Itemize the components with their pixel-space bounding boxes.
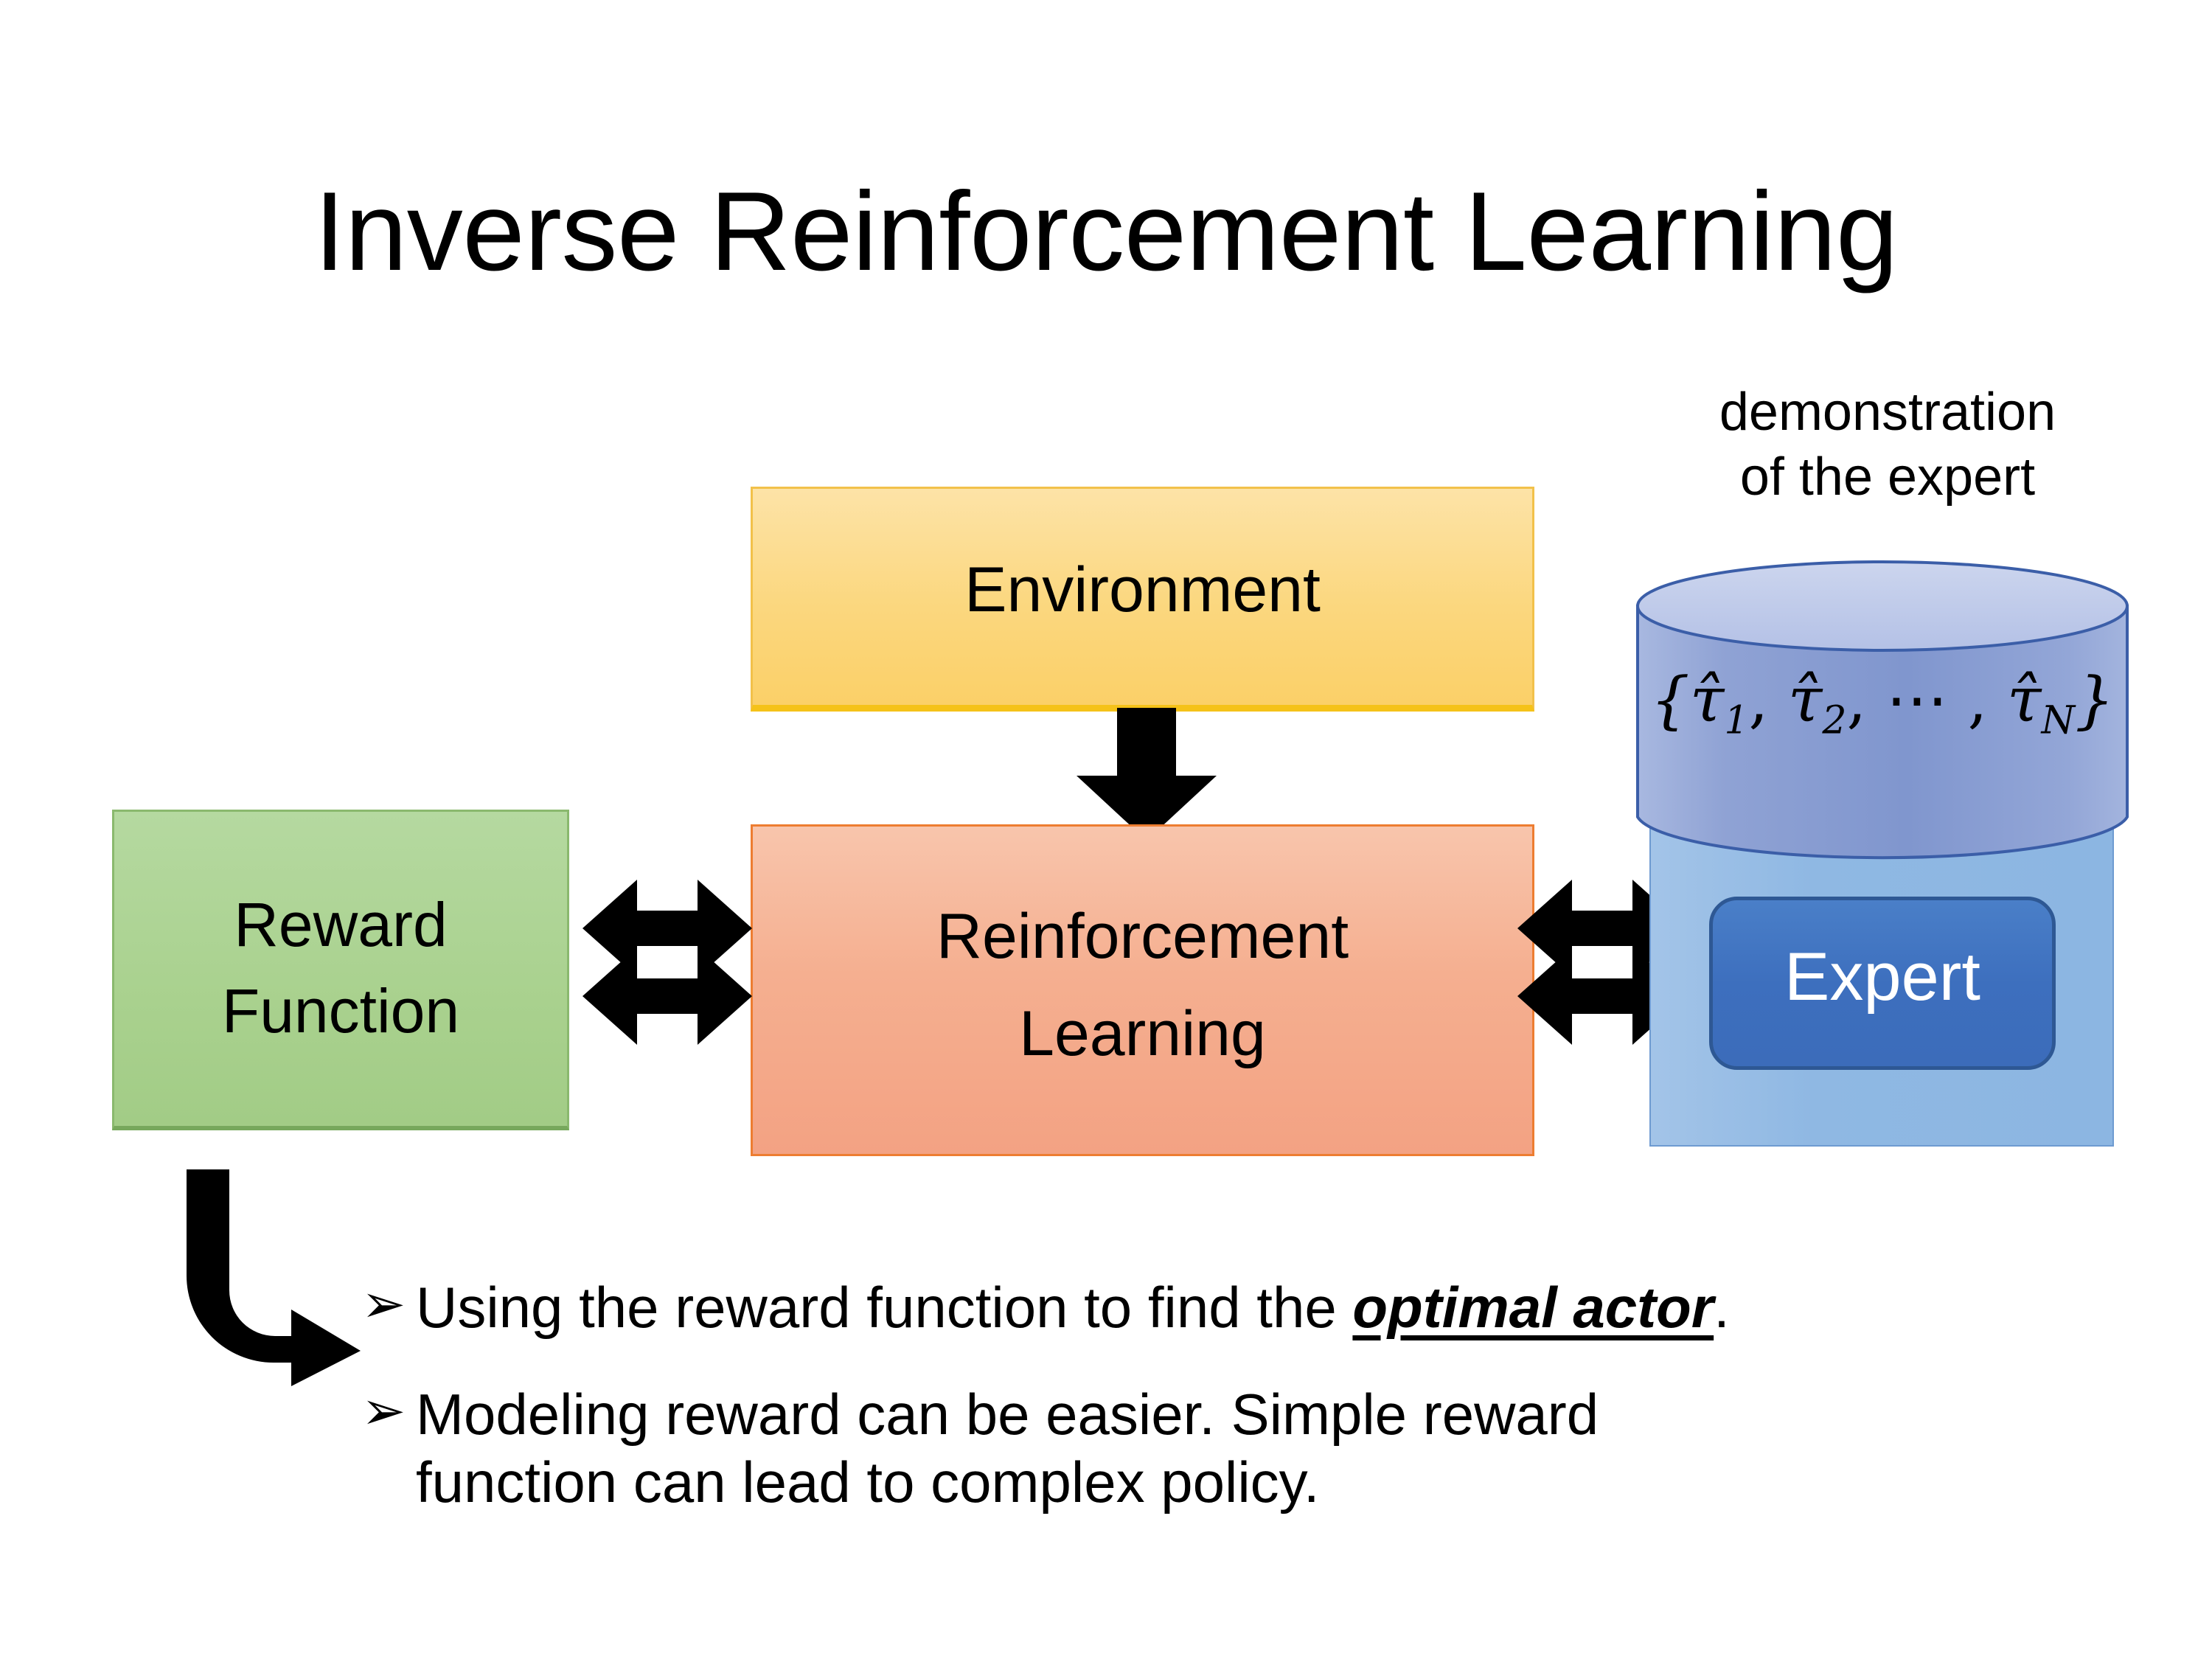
bullet-text-1: Using the reward function to find the op… — [416, 1274, 2057, 1341]
formula-sub-1: 1 — [1724, 698, 1749, 743]
bullet-arrow-icon: ➢ — [361, 1382, 406, 1441]
bullet-list: ➢ Using the reward function to find the … — [361, 1274, 2057, 1534]
formula-close-brace: } — [2075, 664, 2115, 736]
rl-label-line1: Reinforcement — [936, 901, 1349, 972]
formula-sep-2: , ⋯ , — [1846, 664, 2008, 736]
expert-box: Expert — [1709, 897, 2056, 1070]
reward-label-line2: Function — [221, 976, 460, 1046]
environment-box: Environment — [751, 487, 1534, 712]
formula-tau-2: τ̂ — [1787, 664, 1823, 736]
formula-tau-1: τ̂ — [1689, 664, 1725, 736]
formula-sub-2: 2 — [1822, 698, 1847, 743]
down-arrow-icon — [1077, 708, 1217, 841]
reinforcement-learning-box: Reinforcement Learning — [751, 824, 1534, 1156]
demonstration-formula: {τ̂1, τ̂2, ⋯ , τ̂N} — [1636, 664, 2129, 743]
page-title: Inverse Reinforcement Learning — [314, 169, 1898, 294]
demonstration-caption-line2: of the expert — [1739, 447, 2036, 507]
double-headed-arrow-right-icon — [1517, 880, 1687, 1045]
formula-open-brace: { — [1650, 664, 1690, 736]
environment-label: Environment — [964, 554, 1321, 625]
bullet-1-post: . — [1714, 1275, 1730, 1340]
formula-sep-1: , — [1748, 664, 1788, 736]
rl-label-line2: Learning — [1019, 998, 1266, 1069]
demonstration-caption-line1: demonstration — [1719, 383, 2056, 442]
double-headed-arrow-left-icon — [582, 880, 752, 1045]
expert-label: Expert — [1784, 939, 1980, 1015]
bullet-text-2: Modeling reward can be easier. Simple re… — [416, 1381, 2057, 1516]
database-cylinder-icon — [1636, 560, 2129, 860]
bullet-2-line1: Modeling reward can be easier. Simple re… — [416, 1382, 1599, 1447]
reward-function-box: Reward Function — [112, 810, 569, 1130]
bullet-arrow-icon: ➢ — [361, 1275, 406, 1334]
bullet-1-pre: Using the reward function to find the — [416, 1275, 1353, 1340]
bullet-1-emphasis: optimal actor — [1352, 1275, 1714, 1340]
demonstration-caption: demonstration of the expert — [1633, 380, 2142, 510]
formula-tau-3: τ̂ — [2007, 664, 2042, 736]
formula-sub-3: N — [2041, 698, 2076, 743]
bullet-2-line2: function can lead to complex policy. — [416, 1449, 1320, 1514]
list-item: ➢ Using the reward function to find the … — [361, 1274, 2057, 1341]
bent-elbow-arrow-icon — [187, 1169, 361, 1386]
list-item: ➢ Modeling reward can be easier. Simple … — [361, 1381, 2057, 1516]
reward-label-line1: Reward — [234, 890, 448, 959]
